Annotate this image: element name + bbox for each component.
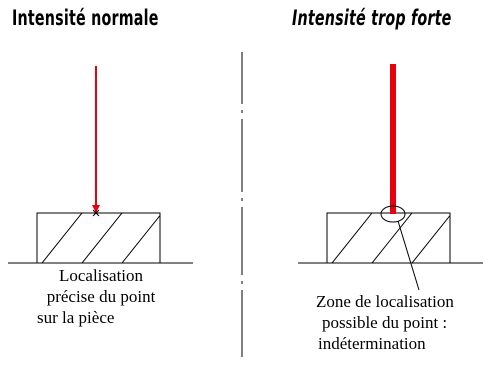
right-callout-leader-line <box>397 220 420 291</box>
right-caption-line-3: indétermination <box>318 334 426 353</box>
right-caption-line-2: possible du point : <box>322 313 448 332</box>
left-normal-intensity-panel <box>8 66 193 264</box>
right-uncertainty-zone-ellipse <box>380 205 406 223</box>
right-caption: Zone de localisation possible du point :… <box>316 291 501 354</box>
left-title: Intensité normale <box>12 6 159 30</box>
right-caption-line-1: Zone de localisation <box>316 292 454 311</box>
right-high-intensity-panel <box>298 64 483 291</box>
left-caption-line-3: sur la pièce <box>37 308 115 327</box>
left-caption-line-1: Localisation <box>58 266 144 285</box>
right-workpiece-hatching <box>331 213 450 263</box>
left-caption-line-2: précise du point <box>46 287 156 306</box>
left-caption: Localisation précise du point sur la piè… <box>20 265 182 328</box>
right-workpiece <box>326 212 451 264</box>
left-workpiece-hatching <box>41 213 160 263</box>
left-impact-point-marker <box>92 209 100 217</box>
right-title: Intensité trop forte <box>292 6 452 30</box>
left-beam-arrowhead <box>92 205 100 213</box>
left-workpiece <box>36 212 161 264</box>
